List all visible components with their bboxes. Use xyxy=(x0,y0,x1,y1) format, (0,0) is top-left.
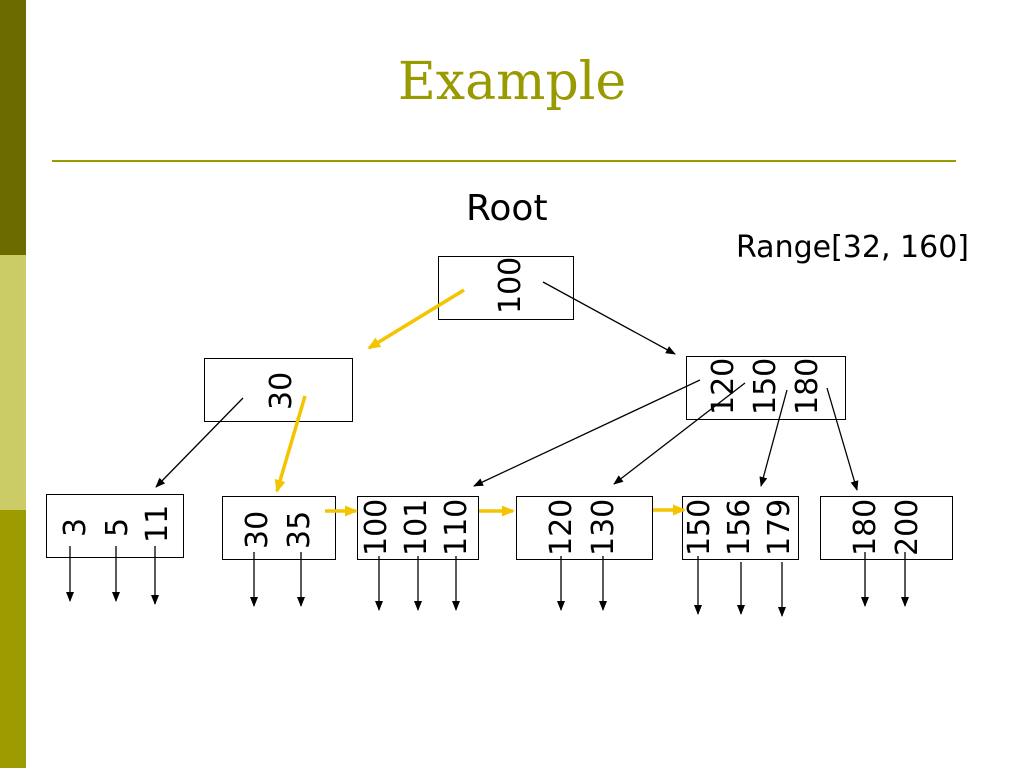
range-label: Range[32, 160] xyxy=(736,230,969,265)
root-label: Root xyxy=(466,188,548,229)
leaf-node: 30 35 xyxy=(222,496,336,560)
internal-node-left: 30 xyxy=(204,358,353,422)
tree-edge xyxy=(155,397,244,488)
tree-edge xyxy=(759,389,788,487)
tree-edge xyxy=(473,379,701,487)
side-bar-olive xyxy=(0,510,26,768)
side-bar-dark xyxy=(0,0,26,255)
root-node: 100 xyxy=(438,256,574,320)
title-divider xyxy=(52,160,956,162)
internal-node-right: 120 150 180 xyxy=(686,356,846,420)
side-bar-light xyxy=(0,255,26,510)
leaf-node: 100 101 110 xyxy=(357,496,479,560)
search-path-arrow xyxy=(274,395,307,493)
leaf-node: 150 156 179 xyxy=(682,496,799,560)
tree-edge xyxy=(542,281,676,355)
slide-title: Example xyxy=(397,52,627,112)
leaf-node: 120 130 xyxy=(516,496,653,560)
leaf-node: 3 5 11 xyxy=(46,494,184,558)
search-path-arrow xyxy=(367,288,465,350)
leaf-node: 180 200 xyxy=(820,496,953,560)
tree-edge xyxy=(826,387,859,491)
tree-edge xyxy=(613,382,746,485)
